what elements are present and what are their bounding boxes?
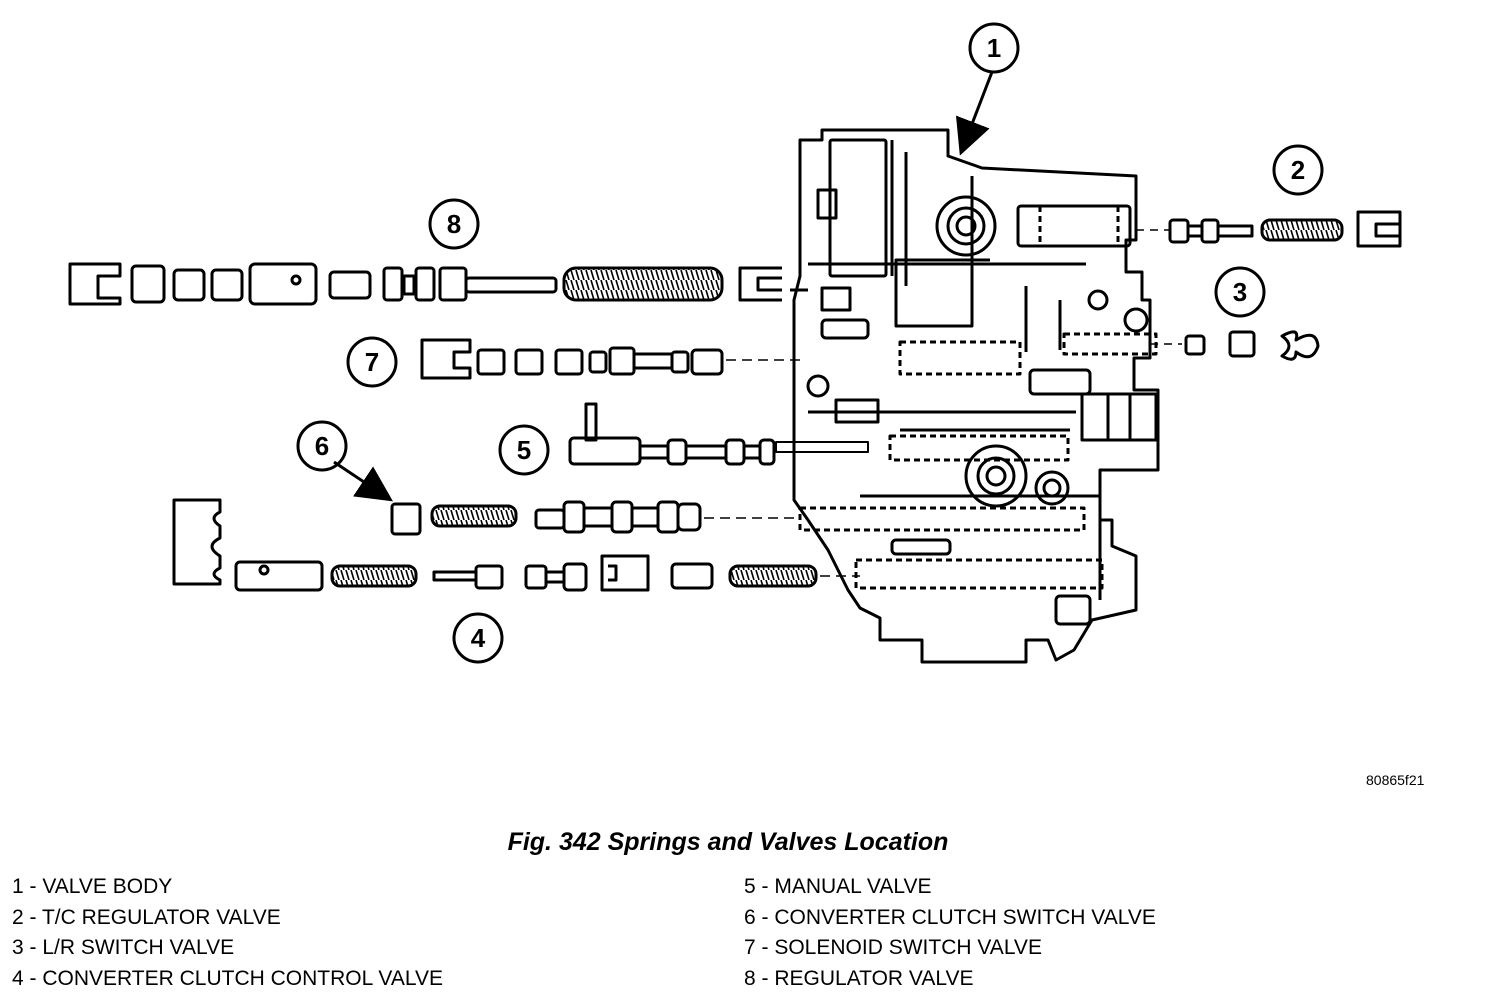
legend-item-8: 8 - REGULATOR VALVE bbox=[744, 964, 1156, 994]
legend-column-left: 1 - VALVE BODY 2 - T/C REGULATOR VALVE 3… bbox=[12, 872, 443, 994]
callout-label-6: 6 bbox=[315, 431, 329, 461]
legend-item-6: 6 - CONVERTER CLUTCH SWITCH VALVE bbox=[744, 903, 1156, 934]
solenoid-switch-valve-parts bbox=[422, 340, 800, 378]
legend-item-5: 5 - MANUAL VALVE bbox=[744, 872, 1156, 903]
valve-body bbox=[790, 130, 1158, 662]
legend-item-4: 4 - CONVERTER CLUTCH CONTROL VALVE bbox=[12, 964, 443, 994]
legend-item-2: 2 - T/C REGULATOR VALVE bbox=[12, 903, 443, 934]
callout-label-8: 8 bbox=[447, 209, 461, 239]
springs-valves-diagram: 1 2 3 4 5 6 7 8 bbox=[0, 0, 1504, 800]
tc-regulator-valve-parts bbox=[1136, 212, 1400, 246]
legend-item-3: 3 - L/R SWITCH VALVE bbox=[12, 933, 443, 964]
regulator-valve-parts bbox=[70, 264, 782, 304]
callout-label-3: 3 bbox=[1233, 277, 1247, 307]
figure-caption: Fig. 342 Springs and Valves Location bbox=[0, 828, 1480, 857]
callout-label-4: 4 bbox=[471, 623, 486, 653]
lr-switch-valve-parts bbox=[1150, 332, 1318, 359]
figure-reference-code: 80865f21 bbox=[1366, 772, 1424, 788]
callout-label-2: 2 bbox=[1291, 155, 1305, 185]
legend-item-1: 1 - VALVE BODY bbox=[12, 872, 443, 903]
legend-item-7: 7 - SOLENOID SWITCH VALVE bbox=[744, 933, 1156, 964]
callout-label-5: 5 bbox=[517, 435, 531, 465]
callout-label-1: 1 bbox=[987, 33, 1001, 63]
legend-column-right: 5 - MANUAL VALVE 6 - CONVERTER CLUTCH SW… bbox=[744, 872, 1156, 994]
callout-label-7: 7 bbox=[365, 347, 379, 377]
converter-clutch-switch-valve-parts bbox=[392, 502, 800, 534]
